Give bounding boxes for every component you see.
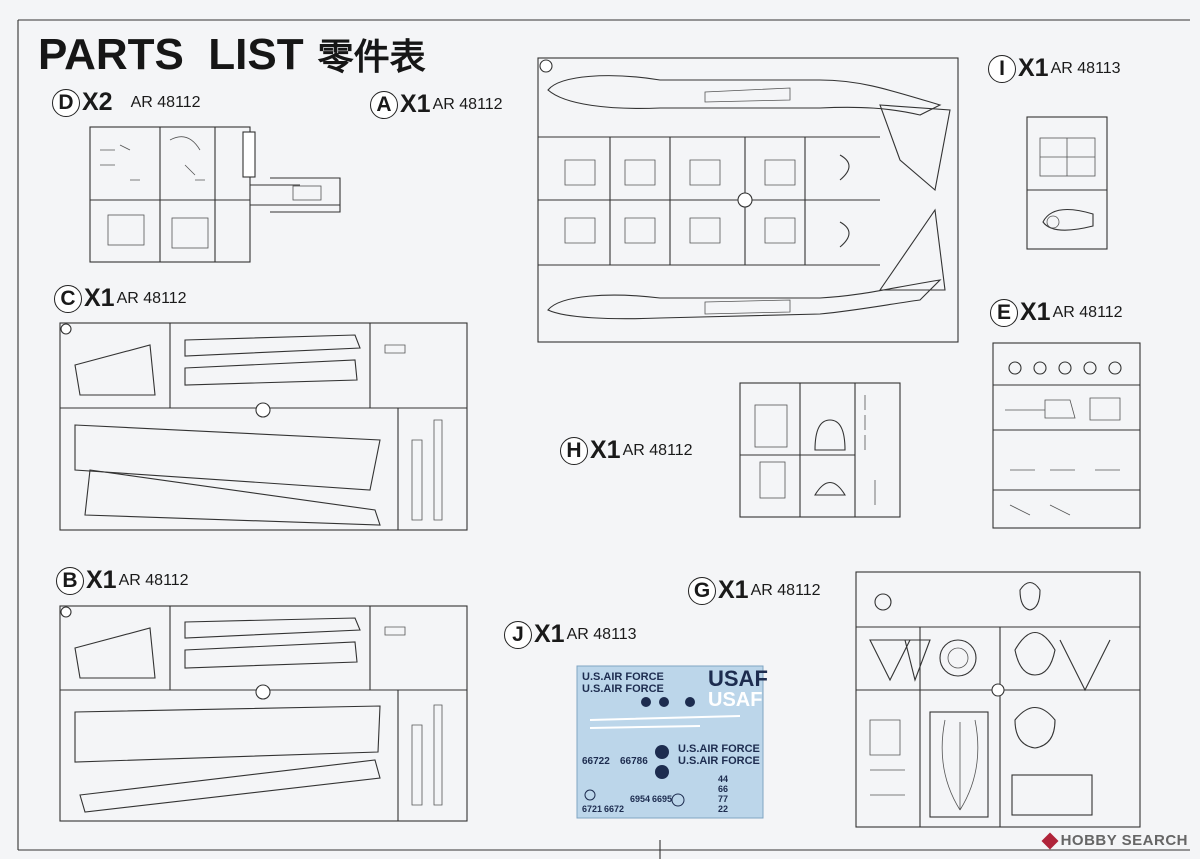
sprue-qty: X1	[84, 284, 115, 312]
sprue-label-e: E X1 AR 48112	[990, 298, 1123, 327]
decal-air-force-4: U.S.AIR FORCE	[678, 755, 760, 767]
sprue-letter: H	[560, 436, 588, 465]
sprue-qty: X1	[1020, 298, 1051, 326]
decal-air-force-1: U.S.AIR FORCE	[582, 671, 664, 683]
decal-serial-3: 6721	[582, 804, 602, 814]
sprue-code: AR 48112	[1052, 303, 1123, 321]
page-title-en: PARTS LIST	[38, 30, 304, 79]
sprue-letter: G	[688, 576, 716, 605]
page-border	[17, 19, 1190, 850]
sprue-code: AR 48112	[750, 581, 821, 599]
sprue-label-a: A X1 AR 48112	[370, 90, 503, 119]
sprue-h-drawing	[739, 382, 901, 518]
decal-number-4: 22	[718, 804, 728, 814]
watermark-text: HOBBY SEARCH	[1060, 832, 1188, 849]
sprue-code: AR 48112	[118, 571, 189, 589]
sprue-label-h: H X1 AR 48112	[560, 436, 693, 465]
decal-usaf-dark: USAF	[708, 666, 768, 691]
decal-sheet-j: U.S.AIR FORCE U.S.AIR FORCE USAF USAF U.…	[576, 665, 768, 819]
sprue-qty: X1	[86, 566, 117, 594]
sprue-label-b: B X1 AR 48112	[56, 566, 189, 595]
decal-serial-5: 6954	[630, 794, 650, 804]
sprue-letter: E	[990, 298, 1018, 327]
sprue-i-drawing	[1026, 116, 1108, 250]
sprue-code: AR 48113	[1050, 59, 1121, 77]
sprue-qty: X1	[590, 436, 621, 464]
hobby-search-logo-icon	[1041, 832, 1059, 850]
decal-air-force-3: U.S.AIR FORCE	[678, 743, 760, 755]
sprue-qty: X1	[718, 576, 749, 604]
sprue-label-d: D X2 AR 48112	[52, 88, 201, 117]
sprue-qty: X1	[400, 90, 431, 118]
sprue-code: AR 48112	[116, 289, 187, 307]
sprue-letter: C	[54, 284, 82, 313]
sprue-letter: A	[370, 90, 398, 119]
sprue-letter: J	[504, 620, 532, 649]
sprue-d-drawing	[89, 126, 341, 263]
sprue-g-drawing	[855, 571, 1141, 828]
decal-usaf-white: USAF	[708, 689, 762, 711]
sprue-code: AR 48112	[622, 441, 693, 459]
sprue-e-drawing	[992, 342, 1141, 529]
decal-serial-4: 6672	[604, 804, 624, 814]
sprue-label-g: G X1 AR 48112	[688, 576, 821, 605]
decal-serial-6: 6695	[652, 794, 672, 804]
sprue-letter: B	[56, 566, 84, 595]
watermark: HOBBY SEARCH	[1041, 832, 1188, 850]
page-footer-line	[18, 840, 1190, 859]
sprue-label-i: I X1 AR 48113	[988, 54, 1121, 83]
decal-serial-2: 66786	[620, 756, 648, 767]
decal-number-1: 44	[718, 774, 728, 784]
sprue-qty: X1	[534, 620, 565, 648]
sprue-a-drawing	[537, 57, 959, 343]
sprue-code: AR 48112	[432, 95, 503, 113]
sprue-c-drawing	[59, 322, 468, 531]
decal-number-3: 77	[718, 794, 728, 804]
decal-number-2: 66	[718, 784, 728, 794]
decal-serial-1: 66722	[582, 756, 610, 767]
sprue-qty: X2	[82, 88, 113, 116]
page-title-zh: 零件表	[317, 37, 426, 78]
sprue-letter: D	[52, 88, 80, 117]
sprue-letter: I	[988, 54, 1016, 83]
sprue-label-j: J X1 AR 48113	[504, 620, 637, 649]
sprue-qty: X1	[1018, 54, 1049, 82]
page-title: PARTS LIST 零件表	[38, 28, 426, 80]
sprue-code: AR 48112	[130, 93, 201, 111]
sprue-label-c: C X1 AR 48112	[54, 284, 187, 313]
sprue-b-drawing	[59, 605, 468, 822]
decal-air-force-2: U.S.AIR FORCE	[582, 683, 664, 695]
sprue-code: AR 48113	[566, 625, 637, 643]
